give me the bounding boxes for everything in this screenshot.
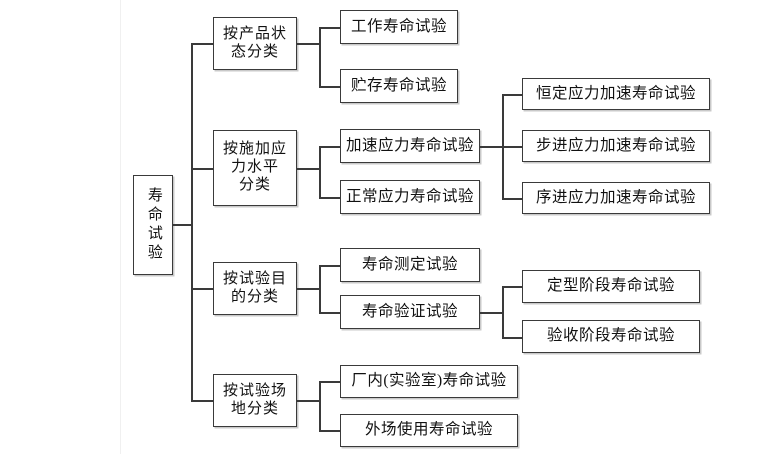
edge-b1-bus <box>319 27 321 87</box>
edge-b4-to-child-2 <box>319 430 340 432</box>
branch-node-product-state: 按产品状 态分类 <box>213 17 297 70</box>
scan-artifact-line <box>120 0 121 454</box>
edge-root-to-branch-4 <box>191 400 213 402</box>
edge-b2-to-child-2 <box>319 197 340 199</box>
leaf-node-normal-stress-life-test: 正常应力寿命试验 <box>340 180 480 214</box>
edge-accel-to-sub-3 <box>502 198 522 200</box>
edge-b3-to-child-1 <box>319 265 340 267</box>
node-life-verification-test: 寿命验证试验 <box>340 295 480 329</box>
edge-b3-stub <box>297 288 320 290</box>
edge-root-spine <box>191 43 193 401</box>
edge-b3-bus <box>319 265 321 313</box>
edge-root-to-branch-1 <box>191 43 213 45</box>
leaf-node-in-plant-laboratory-life-test: 厂内(实验室)寿命试验 <box>340 365 518 398</box>
leaf-node-constant-stress-accelerated-life-test: 恒定应力加速寿命试验 <box>522 78 710 110</box>
edge-root-to-branch-3 <box>191 288 213 290</box>
edge-accel-to-sub-2 <box>502 146 522 148</box>
edge-b1-stub <box>297 43 320 45</box>
edge-accel-to-sub-1 <box>502 94 522 96</box>
branch-node-test-purpose: 按试验目 的分类 <box>213 262 297 315</box>
leaf-node-field-use-life-test: 外场使用寿命试验 <box>340 414 518 447</box>
edge-b2-to-child-1 <box>319 146 340 148</box>
edge-verify-to-sub-2 <box>502 337 522 339</box>
edge-root-stub <box>173 224 192 226</box>
edge-b1-to-child-1 <box>319 27 340 29</box>
node-accelerated-stress-life-test: 加速应力寿命试验 <box>340 129 480 163</box>
edge-b1-to-child-2 <box>319 86 340 88</box>
edge-b3-to-child-2 <box>319 312 340 314</box>
leaf-node-step-stress-accelerated-life-test: 步进应力加速寿命试验 <box>522 130 710 162</box>
leaf-node-finalization-stage-life-test: 定型阶段寿命试验 <box>522 270 700 303</box>
root-node-life-test: 寿命试验 <box>133 175 173 275</box>
branch-node-test-site: 按试验场 地分类 <box>213 374 297 427</box>
leaf-node-progressive-stress-accelerated-life-test: 序进应力加速寿命试验 <box>522 182 710 214</box>
leaf-node-life-determination-test: 寿命测定试验 <box>340 248 480 282</box>
edge-verify-stub <box>480 312 503 314</box>
edge-root-to-branch-2 <box>191 168 213 170</box>
leaf-node-working-life-test: 工作寿命试验 <box>340 10 458 44</box>
edge-b4-to-child-1 <box>319 381 340 383</box>
edge-accel-stub <box>480 146 503 148</box>
edge-verify-bus <box>502 286 504 338</box>
leaf-node-storage-life-test: 贮存寿命试验 <box>340 69 458 103</box>
edge-b4-stub <box>297 400 320 402</box>
branch-node-stress-level: 按施加应 力水平 分类 <box>213 130 297 206</box>
leaf-node-acceptance-stage-life-test: 验收阶段寿命试验 <box>522 320 700 353</box>
edge-b2-stub <box>297 168 320 170</box>
edge-verify-to-sub-1 <box>502 286 522 288</box>
edge-b2-bus <box>319 146 321 198</box>
edge-b4-bus <box>319 381 321 431</box>
